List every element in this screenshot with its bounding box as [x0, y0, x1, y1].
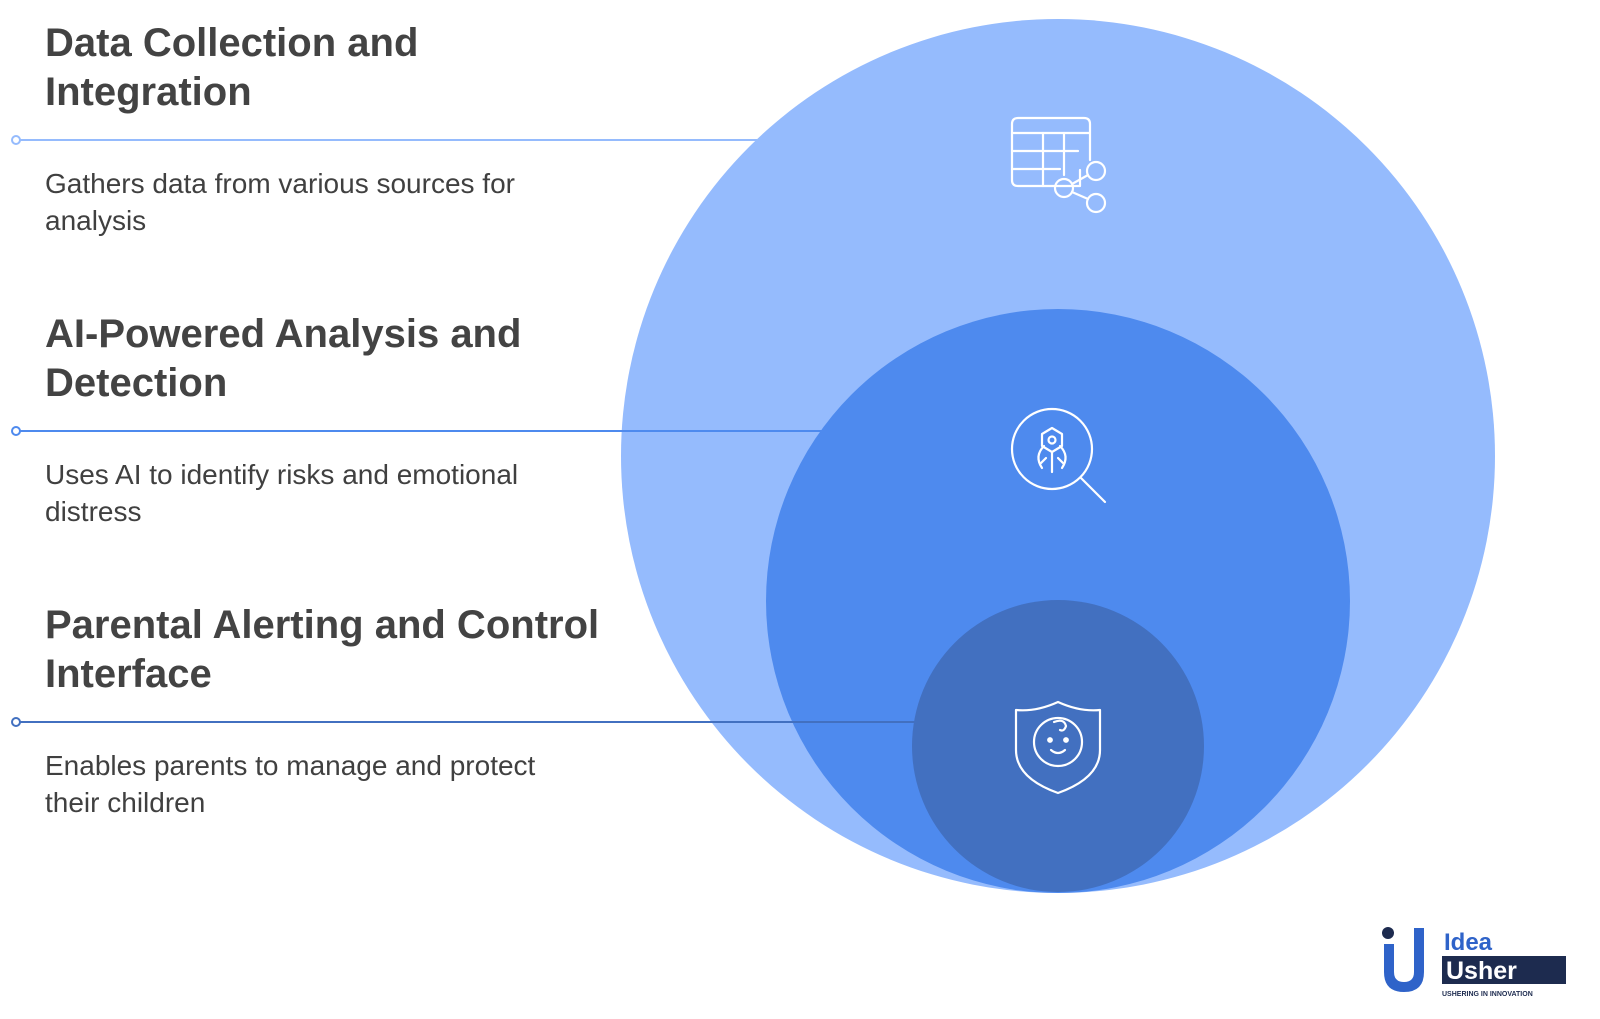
logo-usher-box: [1442, 956, 1566, 984]
logo-tagline: USHERING IN INNOVATION: [1442, 991, 1533, 998]
logo-line1: Idea: [1444, 929, 1493, 956]
idea-usher-logo: Idea Usher USHERING IN INNOVATION: [1382, 927, 1566, 998]
logo-line2: Usher: [1446, 957, 1517, 985]
connector-1: [11, 135, 757, 145]
logo-dot: [1382, 927, 1394, 939]
layer-title-parental-control: Parental Alerting and Control Interface: [45, 603, 600, 696]
inner-circle: [912, 600, 1204, 892]
table-share-icon: [1010, 116, 1107, 214]
layer-description-data-collection: Gathers data from various sources for an…: [45, 168, 515, 236]
layer-title-ai-analysis: AI-Powered Analysis and Detection: [45, 312, 522, 405]
connector-2: [11, 426, 824, 436]
layer-title-data-collection: Data Collection and Integration: [45, 21, 419, 114]
layer-description-ai-analysis: Uses AI to identify risks and emotional …: [45, 459, 519, 527]
layer-description-parental-control: Enables parents to manage and protect th…: [45, 750, 536, 818]
child-shield-icon: [1014, 700, 1102, 795]
logo-u-mark: [1384, 928, 1424, 992]
ai-search-icon: [1010, 407, 1107, 504]
connector-3: [11, 717, 915, 727]
